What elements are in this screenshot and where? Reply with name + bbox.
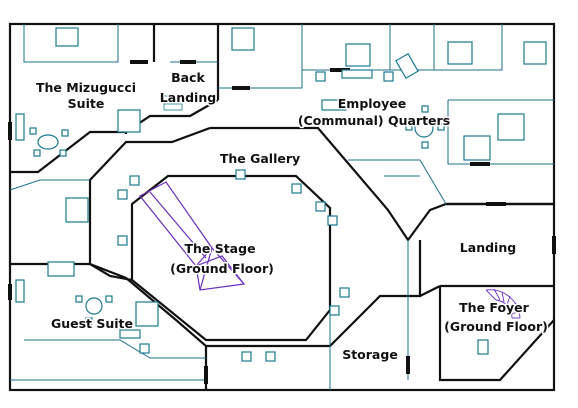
stage-ramp [139,181,246,291]
furniture [15,27,547,362]
label-mizugucci-suite-line1: The Mizugucci [36,80,136,95]
label-back-landing-line2: Landing [160,90,216,105]
display-plinth-icon [291,183,302,194]
employee-room-4 [447,100,554,165]
sofa-icon [341,69,373,79]
label-the-foyer-line1: The Foyer [459,300,530,315]
mizugucci-bed-alcove [23,24,119,63]
spiral-stair-outer [485,289,521,319]
chair-icon [421,141,429,149]
label-storage: Storage [342,347,398,362]
sofa-icon [119,329,141,339]
bed-icon [345,43,371,67]
gallery-west-wall [88,126,211,390]
label-landing: Landing [460,240,516,255]
label-the-gallery: The Gallery [220,151,300,166]
sofa-icon [15,279,25,303]
bed-icon [55,27,79,47]
bed-icon [497,113,525,141]
employee-west-rooms [218,24,303,89]
stage-arrow-line [199,247,213,291]
gallery-south-wall [206,240,422,348]
gallery-east-wall [210,126,554,242]
label-guest-suite: Guest Suite [51,316,133,331]
chair-icon [59,149,67,157]
label-employee-quarters-line1: Employee [338,96,407,111]
display-plinth-icon [241,351,252,362]
display-plinth-icon [117,235,128,246]
spiral-stair-inner [495,299,513,319]
bed-icon [135,301,159,327]
bed-icon [117,109,141,133]
chair-icon [33,149,41,157]
display-plinth-icon [265,351,276,362]
display-plinth-icon [315,71,326,82]
bed-icon [47,261,75,277]
interior-lines [9,24,554,390]
display-plinth-icon [315,201,326,212]
bed-icon [523,41,547,65]
stage-arrow-line [211,247,245,285]
outer-wall [8,22,556,392]
sofa-icon [321,99,347,111]
stairs-icon [163,95,183,111]
display-plinth-icon [235,169,246,180]
chair-icon [105,295,113,303]
display-plinth-icon [383,71,394,82]
bed-icon [65,197,89,223]
table-icon [37,134,59,150]
label-back-landing-line1: Back [171,70,205,85]
room-labels: The Mizugucci Suite Back Landing Employe… [34,69,549,364]
display-plinth-icon [477,339,489,355]
doors [8,60,556,384]
chair-icon [29,127,37,135]
sofa-icon [15,113,25,141]
chair-icon [75,295,83,303]
bed-icon [447,41,473,65]
display-plinth-icon [129,175,140,186]
chair-icon [437,123,445,131]
sofa-icon [395,53,419,79]
chair-icon [421,105,429,113]
display-plinth-icon [329,305,340,316]
stage-ramp-line [149,191,207,259]
walls [8,22,556,392]
display-plinth-icon [327,215,338,226]
storage-foyer-link [419,285,441,297]
label-the-foyer-line2: (Ground Floor) [444,319,548,334]
guest-suite-diag [89,263,133,282]
label-the-stage-line1: The Stage [184,241,255,256]
chair-icon [405,123,413,131]
bed-icon [463,135,491,161]
stage-walls [130,174,332,342]
display-plinth-icon [139,343,150,354]
display-plinth-icon [339,287,350,298]
mizugucci-lower-line [9,179,90,191]
foyer-spiral-stairs [485,288,521,319]
table-icon [414,118,434,138]
guest-suite-inner [24,339,206,359]
label-employee-quarters-line2: (Communal) Quarters [298,113,450,128]
label-mizugucci-suite-line2: Suite [68,96,105,111]
display-plinth-icon [117,189,128,200]
employee-room-3 [434,24,503,71]
chair-icon [85,317,93,325]
chair-icon [61,129,69,137]
bed-icon [231,27,255,51]
table-icon [85,297,103,315]
foyer-walls [438,286,555,382]
employee-lower-line [348,159,447,205]
label-the-stage-line2: (Ground Floor) [170,261,274,276]
